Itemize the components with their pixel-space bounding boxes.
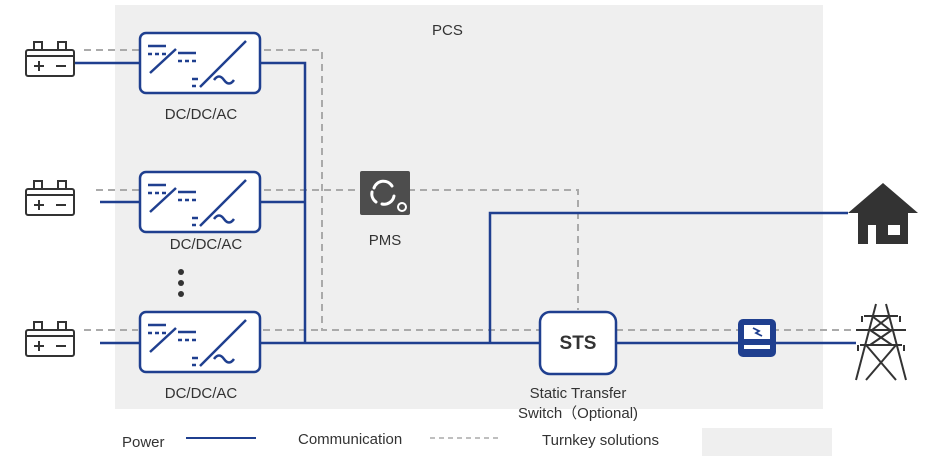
dc-dc-ac-converter-icon	[138, 170, 262, 234]
pcs-label: PCS	[432, 22, 463, 39]
dc-dc-ac-converter-icon	[138, 310, 262, 374]
battery-icon	[25, 321, 75, 357]
pms-label: PMS	[368, 232, 402, 249]
transmission-tower-icon	[855, 303, 907, 381]
sts-caption-line2: Switch（Optional)	[517, 405, 639, 422]
legend-power-label: Power	[122, 434, 165, 451]
house-icon	[848, 183, 918, 244]
pms-icon	[360, 171, 410, 215]
sts-caption-line1: Static Transfer	[529, 385, 627, 402]
legend-communication-label: Communication	[298, 431, 403, 448]
meter-icon	[738, 319, 776, 357]
battery-icon	[25, 180, 75, 216]
sts-label: STS	[559, 333, 597, 354]
battery-icon	[25, 41, 75, 77]
legend-turnkey-label: Turnkey solutions	[542, 432, 659, 449]
sts-box	[538, 310, 618, 376]
converter-2-label: DC/DC/AC	[169, 236, 243, 253]
legend-turnkey-swatch	[702, 428, 832, 456]
converter-1-label: DC/DC/AC	[164, 106, 238, 123]
vertical-ellipsis-icon	[178, 269, 184, 297]
dc-dc-ac-converter-icon	[138, 31, 262, 95]
power-lines	[75, 61, 856, 345]
converter-3-label: DC/DC/AC	[164, 385, 238, 402]
